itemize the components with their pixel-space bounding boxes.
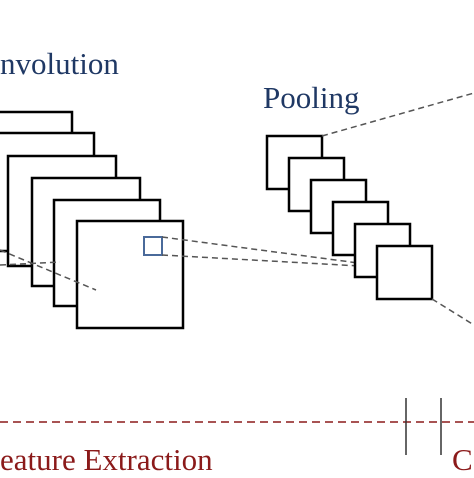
pooling-label: Pooling — [263, 80, 360, 115]
convolution-label: nvolution — [0, 46, 119, 81]
feature-extraction-label: eature Extraction — [0, 442, 213, 477]
pooling-stack — [265, 134, 434, 301]
convolution-stack — [0, 110, 185, 330]
receptive-field-box — [143, 236, 163, 256]
conv-input-connectors — [0, 249, 97, 291]
section-divider — [405, 398, 442, 455]
pool-output-connectors — [321, 92, 474, 326]
conv-feature-map-6 — [75, 219, 185, 330]
pool-feature-map-6 — [375, 244, 434, 301]
cut-off-right-label: C — [452, 442, 473, 477]
